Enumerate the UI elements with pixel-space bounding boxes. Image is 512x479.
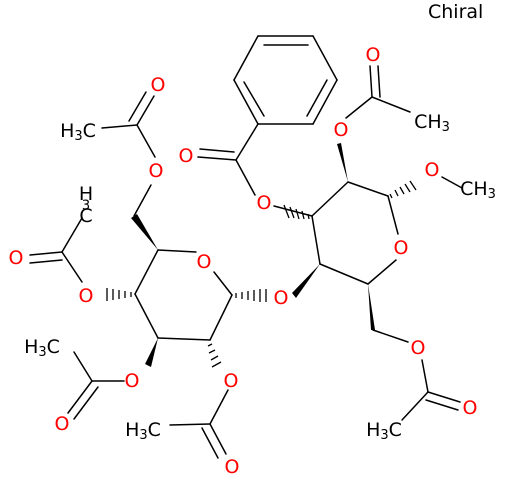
- atom-label-subscript: 3: [74, 129, 82, 144]
- atom-label: O: [197, 251, 212, 273]
- atom-label: H: [24, 336, 38, 358]
- wedge-bond: [337, 143, 348, 182]
- atom-label-subscript: 3: [82, 199, 90, 214]
- atom-label: C: [389, 419, 402, 441]
- atom-label: H: [366, 419, 380, 441]
- acetyl-4-left-bonds: [29, 217, 83, 283]
- atom-label-subscript: 3: [442, 120, 450, 135]
- atom-label: H: [60, 120, 74, 142]
- atom-label: CH3: [414, 111, 450, 135]
- glycosidic-hash: [235, 289, 267, 302]
- atom-label: C: [47, 336, 60, 358]
- acetyl-2-right-bonds: [345, 65, 411, 119]
- atom-label: CH: [414, 111, 442, 133]
- atom-label: O: [394, 237, 409, 259]
- acetyl-6-left-bonds: [101, 91, 156, 217]
- acetyl-3-left-bonds: [67, 351, 125, 420]
- atom-label: O: [425, 159, 440, 181]
- acetyl-6-right-bonds: [372, 329, 461, 421]
- benzoyl-ester-bonds: [197, 123, 313, 217]
- atom-label-subscript: 3: [380, 428, 388, 443]
- atom-label: O: [179, 145, 194, 167]
- atom-label: O: [79, 285, 94, 307]
- atom-label: H3C: [366, 419, 402, 443]
- atom-label-subscript: 3: [139, 428, 147, 443]
- atom-label: O: [257, 192, 272, 214]
- atom-label: O: [366, 44, 381, 66]
- atom-label: C: [79, 205, 92, 227]
- atom-label: O: [151, 74, 166, 96]
- chiral-label: Chiral: [428, 1, 483, 23]
- atom-label-subscript: 3: [488, 187, 496, 202]
- atom-label: H: [125, 419, 139, 441]
- atom-label: H: [79, 183, 93, 205]
- atom-label: O: [9, 247, 24, 269]
- atom-label: O: [224, 370, 239, 392]
- atom-label: C: [148, 419, 161, 441]
- atom-label: O: [149, 160, 164, 182]
- atom-label: CH3: [460, 178, 496, 202]
- atom-label: O: [411, 337, 426, 359]
- atom-label: H3C: [24, 336, 60, 360]
- wedge-left-c3: [145, 338, 158, 367]
- left-ring-bonds: [134, 249, 233, 341]
- hash-left-c4: [106, 288, 132, 301]
- atom-label: H3C: [60, 120, 96, 144]
- atom-label: O: [225, 456, 240, 478]
- atom-label: CH: [460, 178, 488, 200]
- hash-bond-methoxy: [389, 180, 417, 199]
- atom-label: O: [334, 119, 349, 141]
- acetyl-2-left-bonds: [169, 389, 229, 459]
- atom-label-subscript: 3: [38, 345, 46, 360]
- wedge-bond-glycosidic: [292, 264, 320, 298]
- wedge-left-c5: [131, 214, 158, 250]
- right-ring-bonds: [311, 181, 399, 285]
- atom-label: C: [83, 120, 96, 142]
- atom-label: O: [463, 397, 478, 419]
- hash-bond-benzoyl-O: [283, 204, 310, 220]
- methoxy-bond: [441, 176, 463, 189]
- atom-label: H3C: [125, 419, 161, 443]
- atom-label: O: [274, 287, 289, 309]
- hash-left-c2: [207, 343, 222, 368]
- benzene-ring: [233, 35, 338, 125]
- wedge-bond-c6: [368, 284, 375, 330]
- atom-label: O: [125, 370, 140, 392]
- atom-label: O: [55, 413, 70, 435]
